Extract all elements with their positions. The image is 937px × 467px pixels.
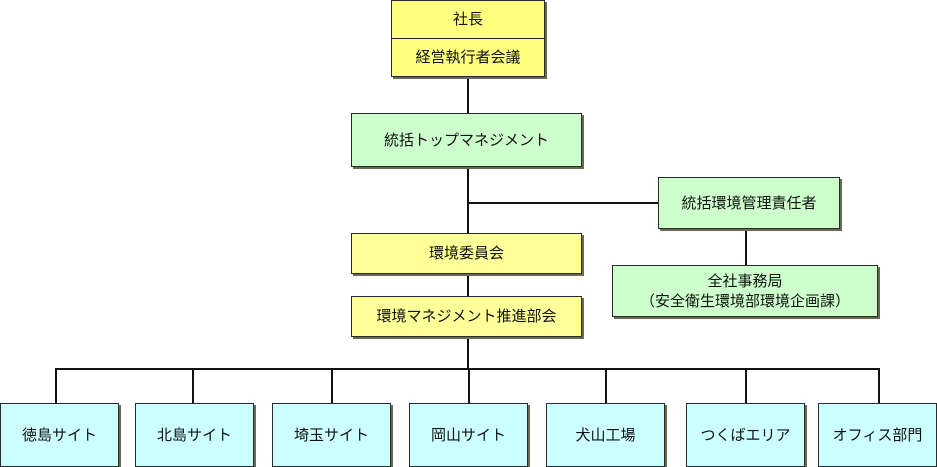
connector-top-mgmt-to-committee bbox=[467, 167, 469, 233]
site-box-tokushima: 徳島サイト bbox=[0, 403, 119, 467]
site-drop-3 bbox=[331, 368, 333, 403]
sites-bus-line bbox=[55, 368, 880, 370]
secretariat-department-label: （安全衛生環境部環境企画課） bbox=[639, 292, 850, 310]
site-drop-1 bbox=[55, 368, 57, 403]
site-label: 徳島サイト bbox=[21, 425, 97, 444]
site-label: つくばエリア bbox=[700, 425, 791, 444]
integrated-top-management-label: 統括トップマネジメント bbox=[383, 130, 549, 149]
site-box-okayama: 岡山サイト bbox=[409, 403, 528, 467]
site-box-saitama: 埼玉サイト bbox=[272, 403, 391, 467]
connector-president-to-top-mgmt bbox=[467, 76, 469, 113]
env-promotion-label: 環境マネジメント推進部会 bbox=[376, 307, 557, 326]
connector-to-env-manager bbox=[467, 202, 658, 204]
site-drop-4 bbox=[468, 368, 470, 403]
site-box-office: オフィス部門 bbox=[818, 403, 937, 467]
secretariat-label: 全社事務局 bbox=[707, 271, 783, 290]
site-label: 岡山サイト bbox=[430, 425, 506, 444]
connector-committee-to-promotion bbox=[467, 274, 469, 296]
secretariat-box: 全社事務局 （安全衛生環境部環境企画課） bbox=[612, 265, 878, 317]
site-label: 犬山工場 bbox=[575, 425, 636, 444]
site-label: 北島サイト bbox=[156, 425, 232, 444]
site-box-tsukuba: つくばエリア bbox=[686, 403, 805, 467]
site-box-kitajima: 北島サイト bbox=[135, 403, 254, 467]
president-box: 社長 経営執行者会議 bbox=[391, 0, 545, 77]
environment-committee-label: 環境委員会 bbox=[428, 244, 504, 263]
site-drop-6 bbox=[745, 368, 747, 403]
site-box-inuyama: 犬山工場 bbox=[546, 403, 665, 467]
connector-env-manager-to-secretariat bbox=[745, 229, 747, 265]
integrated-top-management-box: 統括トップマネジメント bbox=[351, 113, 582, 167]
site-label: オフィス部門 bbox=[832, 425, 923, 444]
president-label: 社長 bbox=[452, 10, 483, 29]
env-promotion-box: 環境マネジメント推進部会 bbox=[351, 296, 582, 337]
integrated-env-manager-label: 統括環境管理責任者 bbox=[681, 193, 817, 212]
connector-promotion-to-sites bbox=[467, 337, 469, 369]
site-drop-5 bbox=[605, 368, 607, 403]
site-label: 埼玉サイト bbox=[293, 425, 369, 444]
environment-committee-box: 環境委員会 bbox=[351, 233, 582, 274]
president-divider bbox=[392, 38, 544, 39]
executive-meeting-label: 経営執行者会議 bbox=[415, 48, 521, 67]
site-drop-7 bbox=[878, 368, 880, 403]
integrated-env-manager-box: 統括環境管理責任者 bbox=[658, 177, 840, 229]
site-drop-2 bbox=[192, 368, 194, 403]
